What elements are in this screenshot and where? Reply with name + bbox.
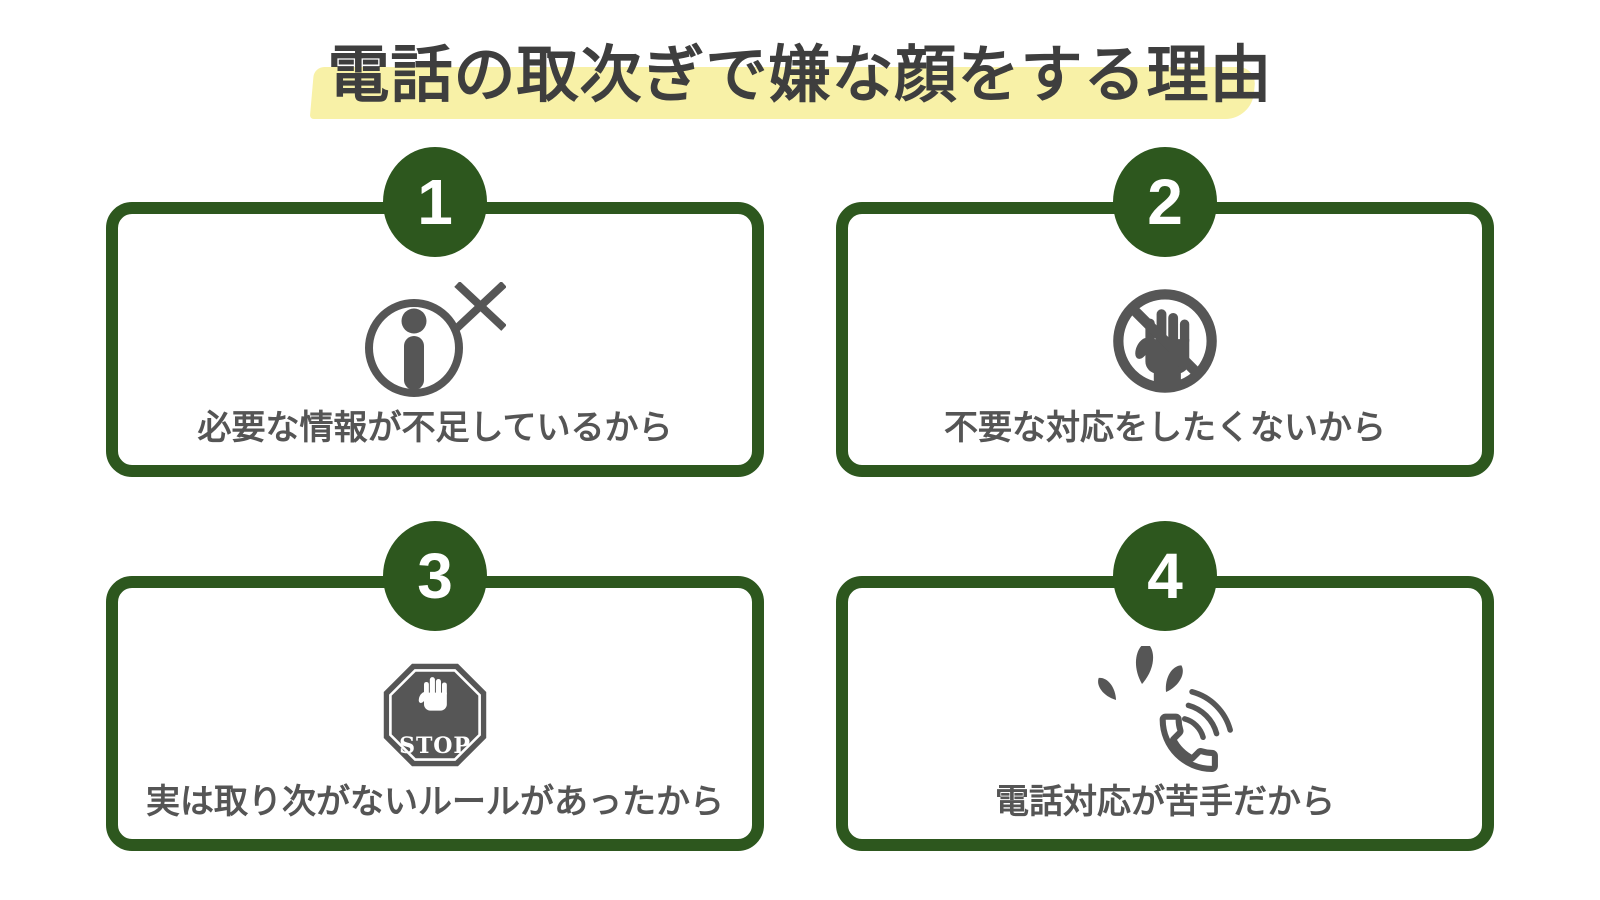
info-missing-icon <box>365 282 506 397</box>
reason-cards-grid: 1 必要な情報が不足しているから 2 <box>106 147 1494 851</box>
reason-card-1: 1 必要な情報が不足しているから <box>106 147 764 477</box>
card-label: 電話対応が苦手だから <box>995 783 1335 821</box>
icon-area <box>848 640 1482 790</box>
page-title: 電話の取次ぎで嫌な顔をする理由 <box>327 41 1273 110</box>
number-badge: 1 <box>383 147 487 257</box>
svg-text:STOP: STOP <box>399 733 471 759</box>
icon-area <box>848 266 1482 416</box>
stop-sign-icon: STOP <box>383 663 487 767</box>
number-badge: 3 <box>383 521 487 631</box>
number-badge: 4 <box>1113 521 1217 631</box>
reason-card-2: 2 <box>836 147 1494 477</box>
reason-card-3: 3 STOP 実は取り次がないルールがあったから <box>106 521 764 851</box>
number-badge: 2 <box>1113 147 1217 257</box>
card-label: 実は取り次がないルールがあったから <box>146 783 724 821</box>
card-label: 必要な情報が不足しているから <box>197 409 673 447</box>
ringing-phone-icon <box>1098 646 1233 772</box>
icon-area: STOP <box>118 640 752 790</box>
title-block: 電話の取次ぎで嫌な顔をする理由 <box>0 0 1600 150</box>
card-label: 不要な対応をしたくないから <box>944 409 1386 447</box>
reason-card-4: 4 <box>836 521 1494 851</box>
icon-area <box>118 266 752 416</box>
no-hand-icon <box>1113 289 1217 393</box>
